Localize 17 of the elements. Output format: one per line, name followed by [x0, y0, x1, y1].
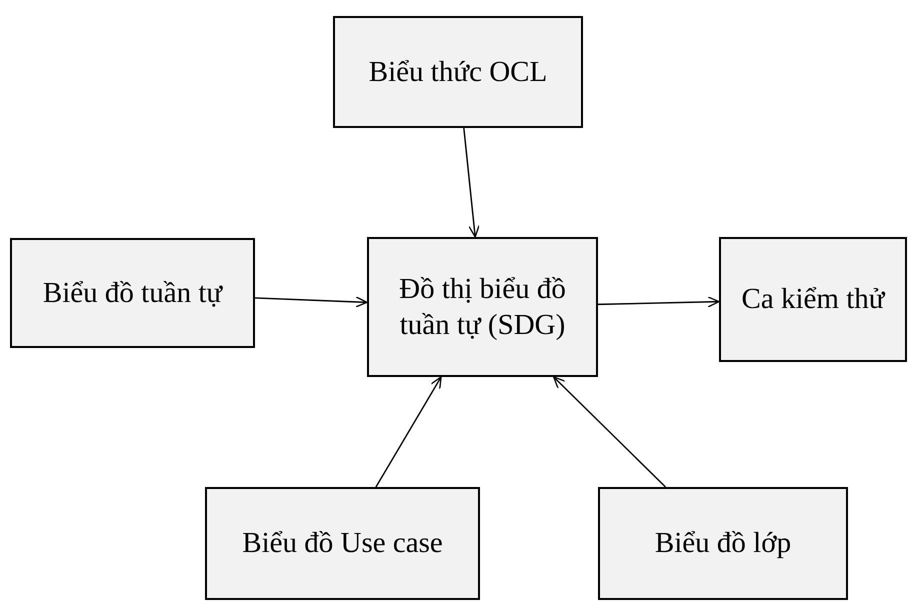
arrow [375, 376, 442, 488]
process-box [367, 237, 598, 377]
arrow [553, 376, 666, 488]
process-box [333, 16, 583, 128]
arrow [463, 128, 480, 238]
box-label: Biểu đồ tuần tự [42, 276, 222, 311]
box-label: Ca kiểm thử [742, 282, 884, 318]
process-box [719, 237, 907, 362]
process-box [10, 238, 255, 348]
box-label: Biểu đồ Use case [242, 526, 443, 562]
box-label: Đồ thị biểu đồ tuần tự (SDG) [398, 272, 567, 343]
arrow [254, 296, 368, 308]
box-label: Biểu thức OCL [368, 54, 548, 90]
box-label: Biểu đồ lớp [654, 526, 792, 562]
process-box [205, 487, 480, 600]
process-box [598, 487, 848, 600]
arrow [598, 296, 720, 308]
